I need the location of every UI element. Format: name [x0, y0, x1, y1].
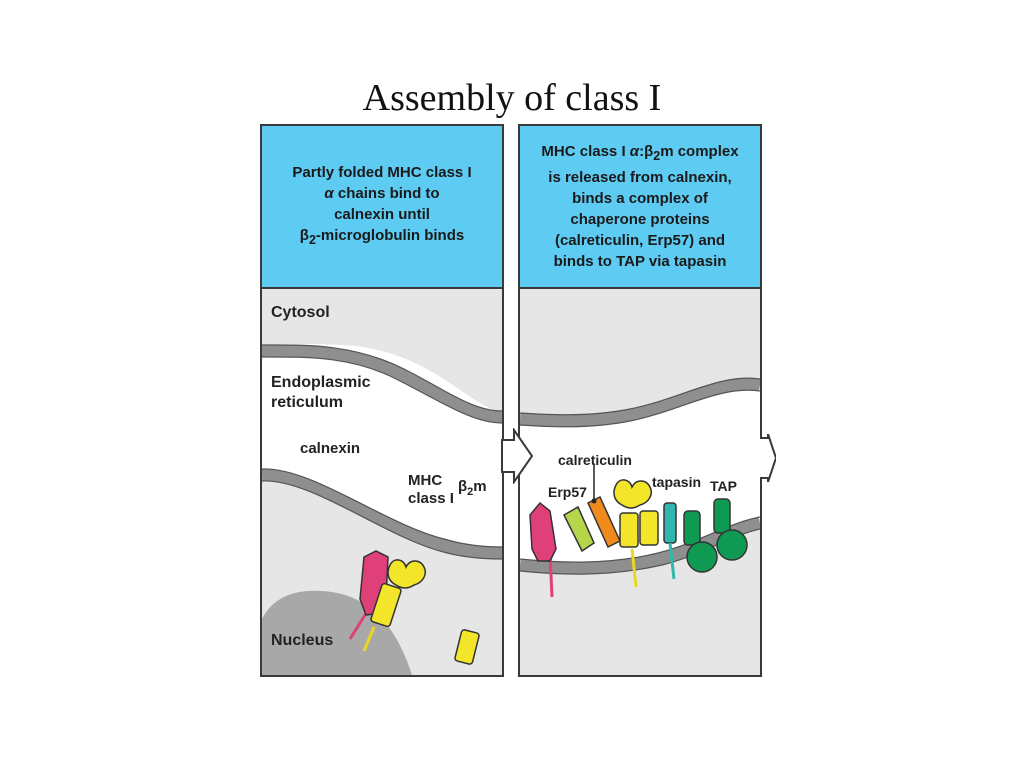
beta-symbol: β	[299, 227, 309, 244]
tapasin	[663, 502, 677, 544]
label-mhc-line-2: class I	[408, 490, 454, 507]
tapasin-anchor	[668, 542, 676, 580]
alpha-symbol: α	[324, 185, 334, 202]
panel-peptide-loading-stage: MHC class I α:β2m complex is released fr…	[518, 124, 762, 677]
beta-symbol: β	[644, 143, 654, 160]
b2m-protein	[454, 629, 480, 665]
calnexin	[529, 501, 557, 562]
label-calnexin: calnexin	[300, 440, 360, 457]
caption-right-line-3: binds a complex of	[572, 190, 708, 207]
diagram-right: calreticulin Erp57 tapasin TAP	[520, 289, 760, 675]
arrow-right-icon	[501, 428, 534, 484]
label-er-line-1: Endoplasmic	[271, 374, 371, 391]
mhc-peptide-groove	[387, 559, 426, 589]
panel-calnexin-stage: Partly folded MHC class I α chains bind …	[260, 124, 504, 677]
mhc-anchor	[362, 626, 376, 652]
er-membrane-upper-edge	[520, 377, 760, 428]
caption-left-line-2: α chains bind to	[324, 185, 440, 202]
b2m-protein	[639, 510, 659, 546]
mhc-alpha-chain	[370, 582, 402, 628]
label-cytosol: Cytosol	[271, 304, 330, 321]
mhc-anchor	[630, 548, 638, 588]
transition-arrow-end	[760, 434, 776, 482]
mhc-alpha-chain	[619, 512, 639, 548]
caption-right-line-1: MHC class I α:β2m complex	[541, 143, 739, 163]
tap-subunit-2	[713, 498, 731, 534]
arrow-right-icon	[760, 434, 776, 482]
caption-right-line-4: chaperone proteins	[570, 211, 710, 228]
alpha-symbol: α	[629, 143, 640, 160]
tap-transmembrane-1	[686, 541, 718, 573]
label-tap: TAP	[710, 478, 737, 494]
label-er-line-2: reticulum	[271, 394, 343, 411]
er-membrane-upper-edge	[262, 344, 502, 424]
caption-left-line-3: calnexin until	[334, 206, 430, 223]
label-nucleus: Nucleus	[271, 632, 333, 649]
caption-right-line-5: (calreticulin, Erp57) and	[554, 232, 726, 249]
label-tapasin: tapasin	[652, 474, 701, 490]
label-mhc-line-1: MHC	[408, 472, 442, 489]
caption-right-line-6: binds to TAP via tapasin	[553, 253, 727, 270]
er-membrane-lower-edge	[262, 468, 502, 560]
label-calreticulin: calreticulin	[558, 452, 632, 468]
caption-left-line-1: Partly folded MHC class I	[292, 164, 472, 181]
transition-arrow	[501, 428, 534, 484]
tap-subunit-1	[683, 510, 701, 546]
er-membrane-lower	[262, 468, 502, 559]
diagram-left: Cytosol Endoplasmic reticulum calnexin M…	[262, 289, 502, 675]
tap-transmembrane-2	[716, 529, 748, 561]
caption-right-line-2: is released from calnexin,	[548, 169, 732, 186]
caption-left-line-4: β2-microglobulin binds	[299, 227, 465, 247]
calreticulin-pointer-dot	[591, 498, 597, 504]
mhc-peptide-groove	[613, 479, 652, 509]
caption-box-left: Partly folded MHC class I α chains bind …	[262, 126, 502, 289]
caption-box-right: MHC class I α:β2m complex is released fr…	[520, 126, 760, 289]
label-b2m: β2m	[458, 478, 487, 498]
label-erp57: Erp57	[548, 484, 587, 500]
cytosol-region	[520, 289, 760, 417]
er-membrane-upper	[520, 378, 760, 427]
erp57	[563, 505, 595, 553]
cytosol-region	[262, 289, 502, 411]
slide-title: Assembly of class I	[362, 77, 662, 119]
er-membrane-upper	[262, 344, 502, 423]
